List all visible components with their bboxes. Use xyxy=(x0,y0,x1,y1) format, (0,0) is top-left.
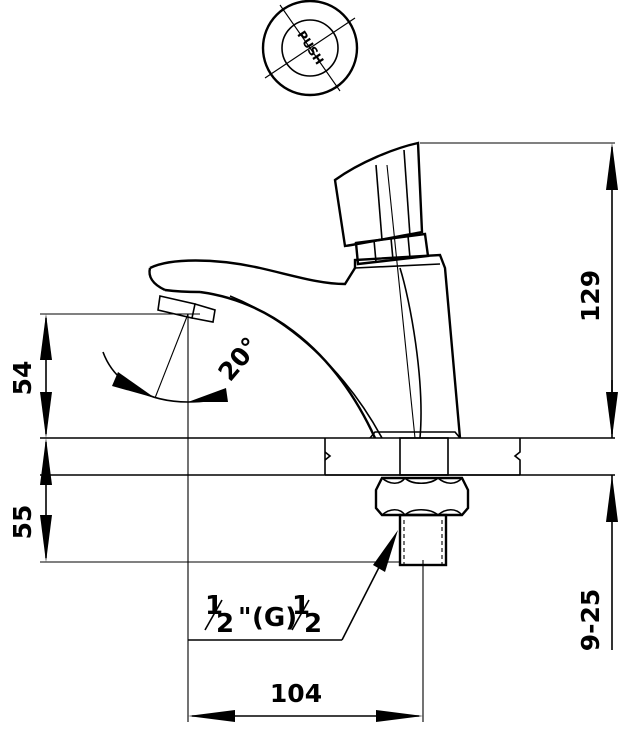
thread-denominator2: 2 xyxy=(304,609,322,639)
thread-g: (G) xyxy=(252,603,297,633)
dim-129-label: 129 xyxy=(576,270,605,322)
dim-54-label: 54 xyxy=(8,361,37,396)
push-label: PUSH xyxy=(294,28,326,67)
thread-inch: " xyxy=(238,603,252,633)
dimension-55: 55 xyxy=(8,438,52,562)
thread-label: 1 2 " (G) 1 2 xyxy=(204,591,322,639)
dimension-104: 104 xyxy=(188,679,423,722)
angle-20: 20° xyxy=(102,313,266,403)
thread-denominator: 2 xyxy=(216,609,234,639)
deck xyxy=(40,437,615,476)
dimension-9-25: 9-25 xyxy=(576,380,618,651)
thread-callout: 1 2 " (G) 1 2 xyxy=(188,530,398,641)
extension-lines xyxy=(40,142,615,722)
axis-line xyxy=(386,164,416,439)
thread-whole2: 1 xyxy=(292,591,310,621)
push-button-top-view: PUSH xyxy=(261,0,359,97)
push-head xyxy=(333,141,430,266)
dim-55-label: 55 xyxy=(8,505,37,540)
thread-whole: 1 xyxy=(205,591,223,621)
fixing-nut xyxy=(374,437,470,567)
dim-104-label: 104 xyxy=(270,679,322,708)
dimension-54: 54 xyxy=(8,314,52,438)
angle-label: 20° xyxy=(213,332,266,387)
tap-body xyxy=(148,253,462,439)
dim-9-25-label: 9-25 xyxy=(576,589,605,652)
